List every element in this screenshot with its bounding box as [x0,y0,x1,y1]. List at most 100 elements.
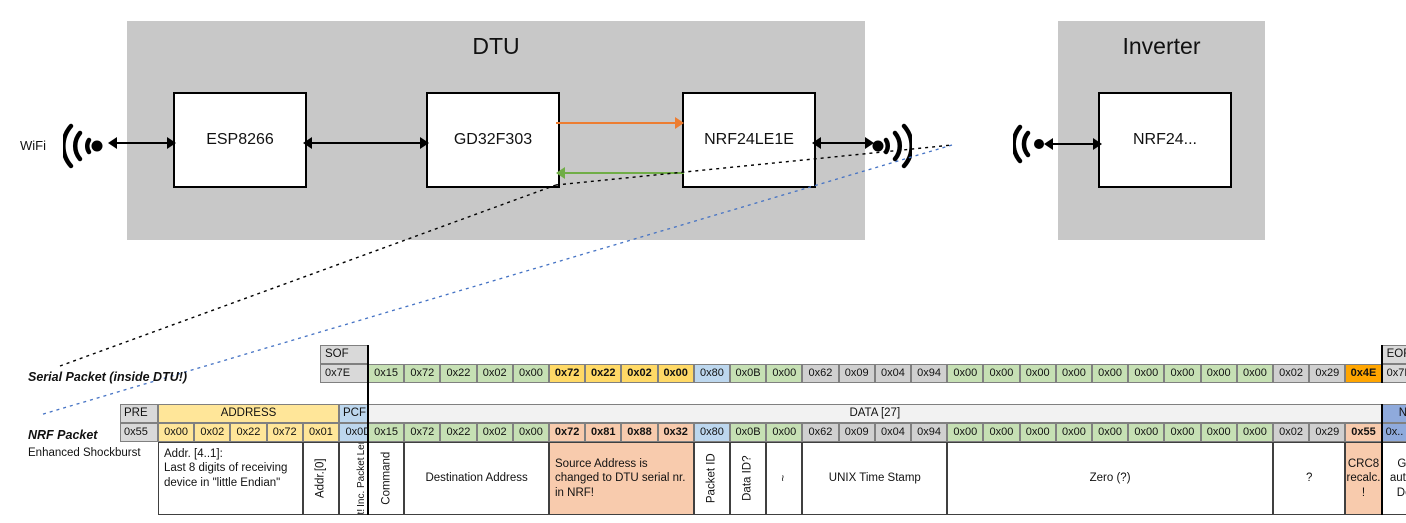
serial-byte-20: 0x00 [1092,364,1129,383]
desc-addr0-text: Addr.[0] [314,458,327,499]
desc-command-text: Command [379,451,392,506]
nrf-byte-22: 0x00 [1164,423,1201,442]
nrf-byte-24: 0x00 [1236,423,1273,442]
nrf-byte-5: 0x72 [549,423,586,442]
nrf-address-byte-4: 0x01 [302,423,339,442]
serial-byte-13: 0x09 [838,364,875,383]
nrf-byte-19: 0x00 [1055,423,1092,442]
nrf-address-header: ADDRESS [158,404,339,423]
chip-nrf24-label: NRF24... [1132,131,1197,148]
nrf-byte-25: 0x02 [1273,423,1310,442]
grid-divider [1380,404,1383,515]
arrow-gd32-to-nrf-orange [556,113,684,133]
nrf-byte-8: 0x32 [657,423,694,442]
serial-byte-23: 0x00 [1200,364,1237,383]
nrf-byte-2: 0x22 [440,423,477,442]
desc-nrf-crc: Generated automatically. Dont Care! [1381,442,1406,515]
nrf-byte-4: 0x00 [512,423,549,442]
serial-packet-label: Serial Packet (inside DTU!) [28,370,188,384]
nrf-byte-18: 0x00 [1019,423,1056,442]
serial-byte-9: 0x80 [693,364,730,383]
serial-byte-22: 0x00 [1164,364,1201,383]
serial-byte-14: 0x04 [874,364,911,383]
arrow-wifi-esp8266 [108,131,176,155]
serial-byte-19: 0x00 [1055,364,1092,383]
nrf-byte-0: 0x15 [368,423,405,442]
serial-byte-25: 0x02 [1273,364,1310,383]
nrf-byte-9: 0x80 [693,423,730,442]
nrf-byte-27: 0x55 [1345,423,1382,442]
nrf-byte-11: 0x00 [766,423,803,442]
nrf-byte-7: 0x88 [621,423,658,442]
nrf-byte-13: 0x09 [838,423,875,442]
serial-byte-12: 0x62 [802,364,839,383]
chip-esp8266-label: ESP8266 [206,131,274,148]
chip-gd32f303-label: GD32F303 [453,131,533,148]
nrf-address-byte-2: 0x22 [230,423,267,442]
nrf-byte-16: 0x00 [947,423,984,442]
serial-eof-header: EOF [1381,345,1406,364]
nrf-packet-label: NRF Packet [28,428,98,442]
desc-zero: Zero (?) [947,442,1273,515]
desc-question: ? [1273,442,1346,515]
serial-byte-3: 0x02 [476,364,513,383]
wifi-label: WiFi [20,138,46,153]
nrf-address-byte-3: 0x72 [266,423,303,442]
nrf-byte-26: 0x29 [1309,423,1346,442]
nrf-byte-3: 0x02 [476,423,513,442]
serial-byte-11: 0x00 [766,364,803,383]
nrf-address-byte-1: 0x02 [194,423,231,442]
desc-data-id-text: Data ID? [741,455,754,502]
serial-byte-5: 0x72 [549,364,586,383]
nrf-byte-6: 0x81 [585,423,622,442]
desc-address-line-1: Last 8 digits of receiving device in "li… [164,462,288,489]
serial-byte-27: 0x4E [1345,364,1382,383]
serial-byte-1: 0x72 [404,364,441,383]
serial-byte-17: 0x00 [983,364,1020,383]
desc-tilde: ~ [766,442,803,515]
desc-source: Source Address is changed to DTU serial … [549,442,694,515]
serial-byte-8: 0x00 [657,364,694,383]
nrf-byte-23: 0x00 [1200,423,1237,442]
serial-byte-16: 0x00 [947,364,984,383]
desc-address-line-0: Addr. [4..1]: [164,448,223,460]
chip-nrf24: NRF24... [1098,92,1232,188]
arrow-esp8266-gd32f303 [303,131,429,155]
nrf-pre-header: PRE [120,404,158,423]
serial-byte-26: 0x29 [1309,364,1346,383]
serial-byte-10: 0x0B [730,364,767,383]
serial-sof-value: 0x7E [320,364,368,383]
serial-byte-18: 0x00 [1019,364,1056,383]
desc-address: Addr. [4..1]: Last 8 digits of receiving … [158,442,303,515]
serial-byte-21: 0x00 [1128,364,1165,383]
inverter-radio-antenna-icon [1013,122,1049,166]
grid-divider [367,404,369,515]
desc-unix: UNIX Time Stamp [802,442,948,515]
serial-eof-value: 0x7F [1381,364,1406,383]
desc-packet-id-text: Packet ID [705,453,718,504]
nrf-packet-sublabel: Enhanced Shockburst [28,447,141,459]
nrf-crc-byte-0: 0x.. [1381,423,1406,442]
desc-crc8: CRC8 recalc. ! [1345,442,1382,515]
serial-sof-header: SOF [320,345,368,364]
nrf-byte-20: 0x00 [1092,423,1129,442]
nrf-byte-1: 0x72 [404,423,441,442]
serial-byte-24: 0x00 [1236,364,1273,383]
inverter-title: Inverter [1122,33,1201,59]
desc-data-id: Data ID? [730,442,767,515]
grid-divider [367,345,369,423]
arrow-nrf24le1e-antenna [812,131,874,155]
desc-destination: Destination Address [404,442,549,515]
nrf-address-byte-0: 0x00 [158,423,195,442]
nrf-data-header: DATA [27] [368,404,1382,423]
serial-byte-6: 0x22 [585,364,622,383]
nrf-byte-14: 0x04 [874,423,911,442]
nrf-byte-10: 0x0B [730,423,767,442]
nrf-byte-17: 0x00 [983,423,1020,442]
nrf-byte-21: 0x00 [1128,423,1165,442]
desc-tilde-text: ~ [778,475,791,482]
desc-command: Command [368,442,405,515]
serial-byte-2: 0x22 [440,364,477,383]
grid-divider [1380,345,1383,383]
